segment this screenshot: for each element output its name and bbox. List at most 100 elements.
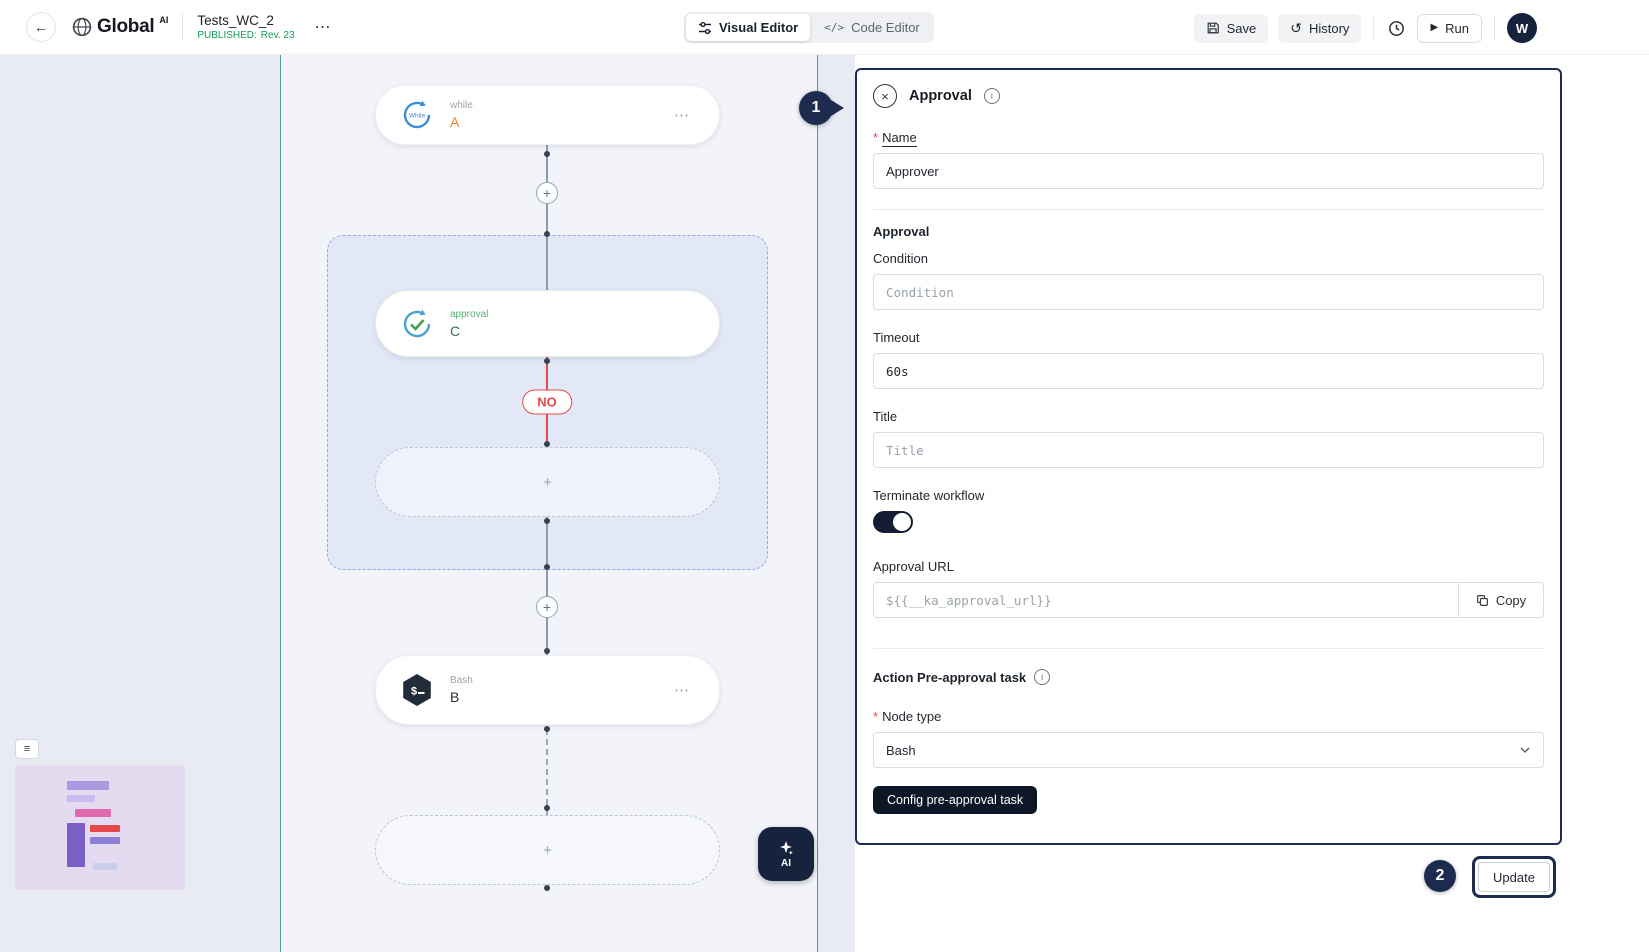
minimap-toggle-icon: ≡ [23,743,31,755]
close-panel-button[interactable]: × [873,84,897,108]
workflow-status: PUBLISHED:Rev. 23 [197,30,294,41]
panel-title: Approval [909,88,972,104]
while-node[interactable]: While while A ⋯ [375,85,720,145]
editor-mode-tabs: Visual Editor </> Code Editor [684,12,934,43]
chevron-down-icon [1520,747,1530,754]
add-step-button[interactable]: + [536,182,558,204]
save-label: Save [1226,20,1257,36]
node-type-select[interactable]: Bash [873,732,1544,768]
connector-dot [544,231,550,237]
bash-node[interactable]: $ Bash B ⋯ [375,655,720,725]
connector-dot [544,726,550,732]
save-icon [1207,22,1219,34]
approval-section-heading: Approval [873,224,930,239]
placeholder-node[interactable]: + [375,447,720,517]
brand-logo: Global AI [72,15,168,38]
brand-name: Global [97,16,155,37]
user-avatar[interactable]: W [1507,13,1537,43]
node-type-label: *Node type [873,709,942,724]
placeholder-node[interactable]: + [375,815,720,885]
node-type-label: approval [450,308,489,320]
schedule-button[interactable] [1386,18,1407,39]
workflow-title: Tests_WC_2 [197,13,274,28]
info-icon[interactable]: i [983,88,1000,104]
connector-dot [544,518,550,524]
annotation-step-2: 2 [1424,860,1456,892]
connector-dot [544,648,550,654]
save-button[interactable]: Save [1193,13,1269,43]
tab-code-editor[interactable]: </> Code Editor [812,14,932,41]
history-label: History [1308,20,1350,36]
update-button-highlight: Update [1472,856,1556,898]
preapproval-heading-row: Action Pre-approval task i [873,669,1544,685]
connector-dot [544,805,550,811]
title-input[interactable] [873,432,1544,468]
revision-label: Rev. 23 [260,30,295,41]
add-step-button[interactable]: + [536,596,558,618]
config-preapproval-button[interactable]: Config pre-approval task [873,786,1038,814]
node-type-label: while [450,100,473,111]
ai-label: AI [781,857,791,869]
clock-icon [1389,20,1405,36]
copy-url-button[interactable]: Copy [1458,582,1544,618]
close-icon: × [881,88,889,104]
actions-divider [1373,15,1375,41]
minimap[interactable] [15,765,185,890]
name-input[interactable] [873,153,1544,189]
published-label: PUBLISHED: [197,30,257,41]
connector-dot [544,885,550,891]
connector [546,618,548,655]
condition-label: Condition [873,251,928,266]
approval-url-input[interactable] [873,582,1459,618]
plus-icon: + [543,473,552,491]
ai-assistant-button[interactable]: AI [758,827,814,881]
annotation-step-1: 1 [799,91,833,125]
back-button[interactable]: ← [26,12,56,42]
timeout-label: Timeout [873,330,920,345]
bash-node-texts: Bash B [450,675,473,705]
copy-icon [1476,594,1488,606]
minimap-node [75,809,111,817]
svg-text:$: $ [411,686,417,698]
title-label: Title [873,409,898,424]
update-button[interactable]: Update [1478,862,1550,892]
actions-divider-2 [1494,15,1495,41]
node-name: C [450,322,461,339]
annotation-step-1-pointer [831,100,844,116]
timeout-input[interactable] [873,353,1544,389]
name-label: *Name [873,130,917,147]
tab-visual-editor[interactable]: Visual Editor [686,14,811,41]
toggle-knob [893,513,911,531]
svg-text:While: While [409,113,426,120]
terminate-workflow-label: Terminate workflow [873,488,985,503]
header-actions: Save ↺ History ▶ Run W [1193,13,1537,43]
minimap-node [67,823,85,867]
required-asterisk: * [873,130,879,145]
node-menu-icon[interactable]: ⋯ [668,680,697,700]
connector [546,237,548,290]
info-icon[interactable]: i [1034,669,1051,685]
more-options-button[interactable]: ⋯ [309,16,338,38]
approval-node[interactable]: approval C [375,290,720,357]
condition-input[interactable] [873,274,1544,310]
terminate-workflow-toggle[interactable] [873,511,913,533]
header-divider [182,14,184,40]
pending-connector [546,729,548,815]
run-button[interactable]: ▶ Run [1417,13,1482,43]
workflow-canvas[interactable]: + + While while A ⋯ approval [0,55,855,952]
bash-icon: $ [403,674,431,706]
minimap-node [67,781,109,790]
while-icon: While [403,100,431,129]
history-button[interactable]: ↺ History [1278,13,1362,43]
minimap-toggle-button[interactable]: ≡ [15,739,39,759]
tab-visual-editor-label: Visual Editor [719,20,799,35]
node-type-value: Bash [886,742,916,758]
node-menu-icon[interactable]: ⋯ [668,105,697,125]
minimap-node [90,825,120,832]
approval-config-panel: × Approval i *Name Approval Condition Ti… [855,68,1562,845]
minimap-node [67,795,95,802]
connector [546,145,548,182]
node-name: A [450,114,460,130]
visual-editor-icon [699,21,711,34]
